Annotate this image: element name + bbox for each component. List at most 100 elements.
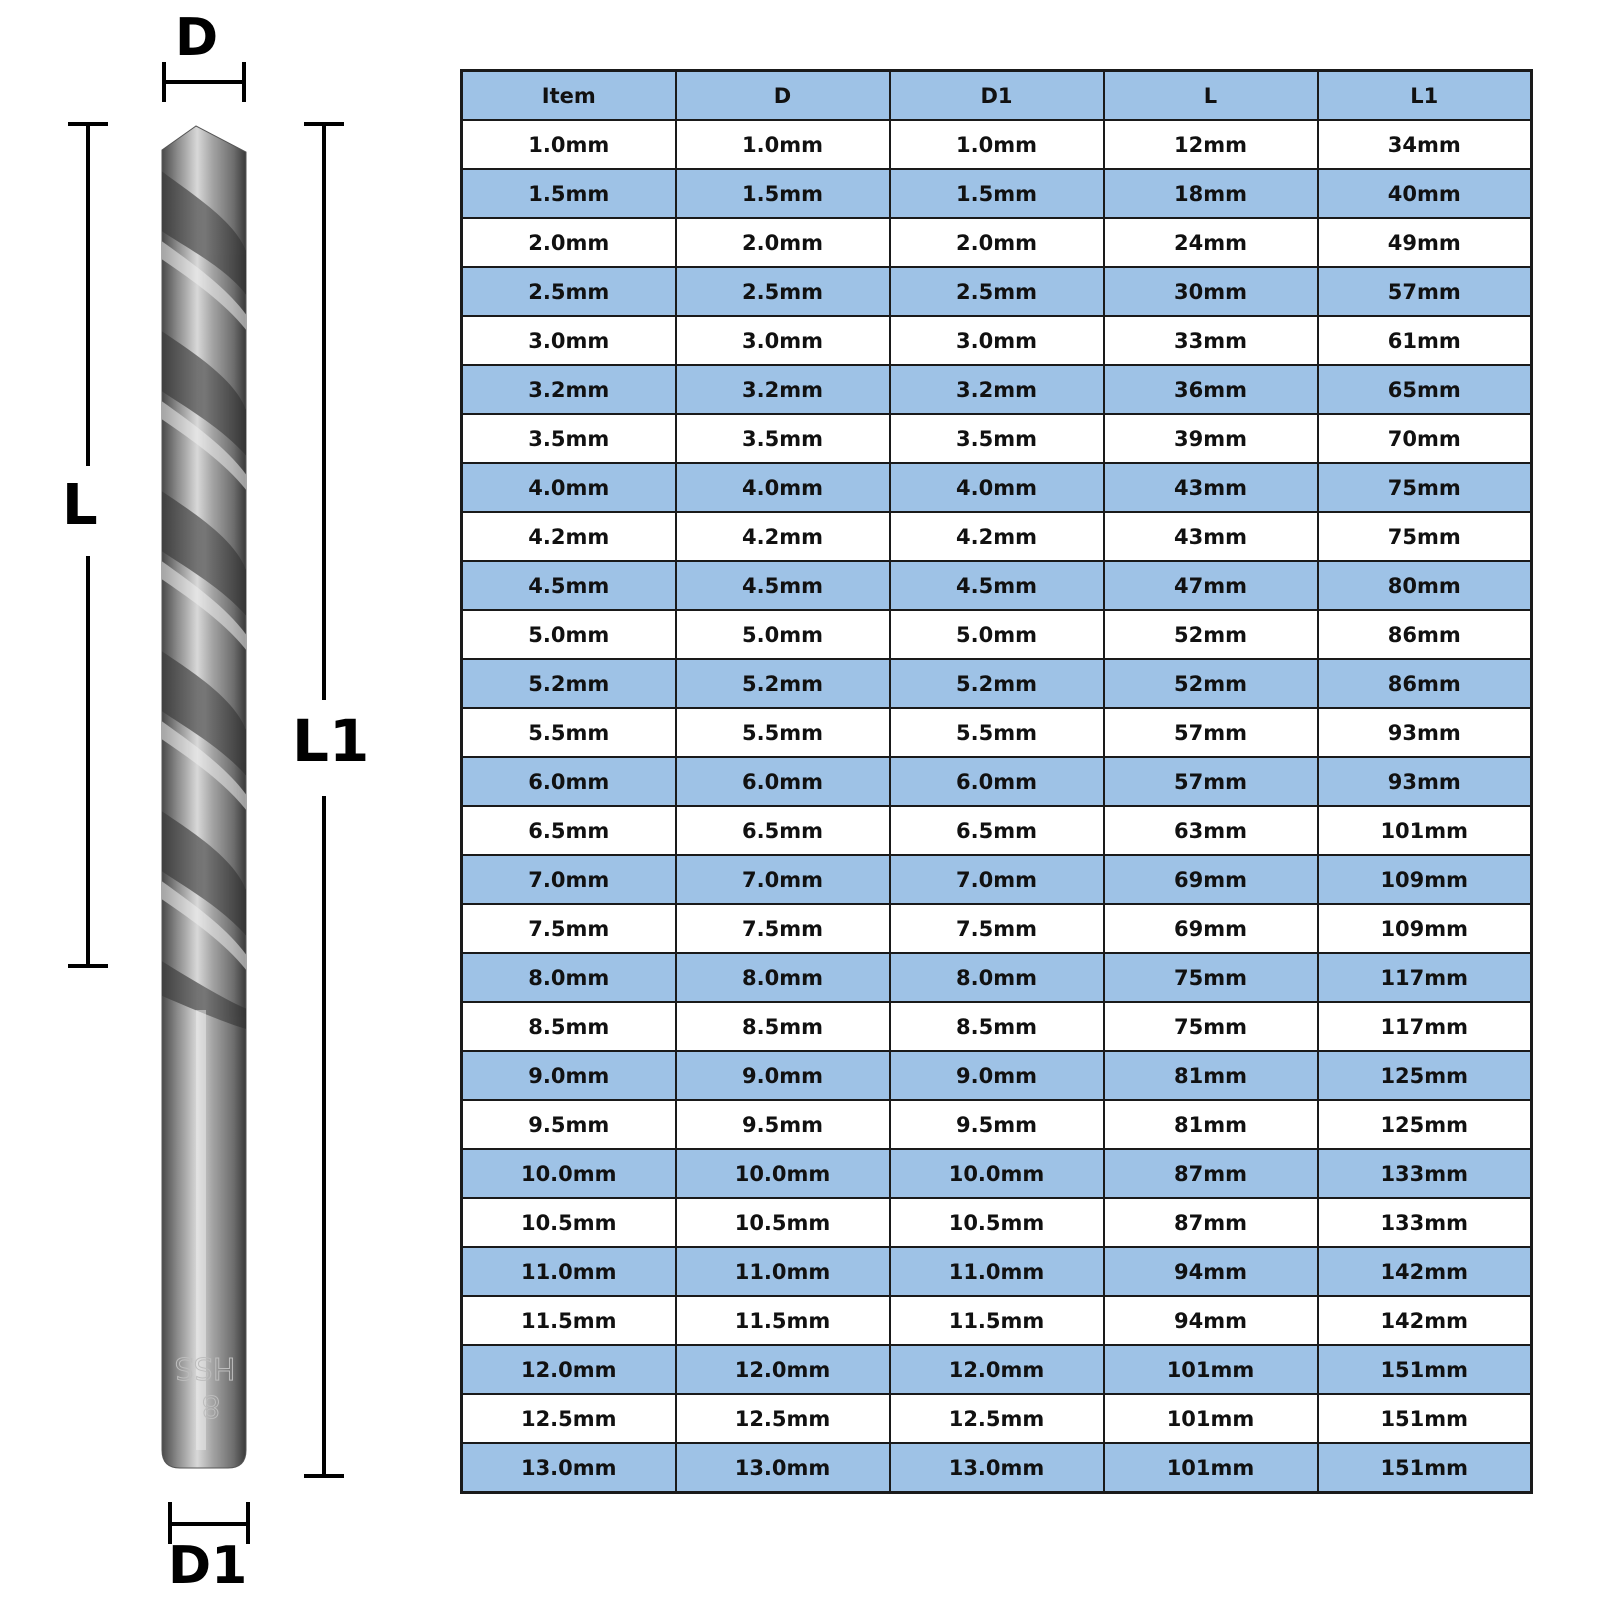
cell-l: 52mm [1102, 609, 1319, 660]
cell-l: 47mm [1102, 560, 1319, 611]
cell-l1: 133mm [1316, 1197, 1533, 1248]
cell-l1: 151mm [1316, 1344, 1533, 1395]
cell-d: 3.2mm [674, 364, 891, 415]
cell-d1: 8.5mm [888, 1001, 1105, 1052]
cell-d: 6.0mm [674, 756, 891, 807]
cell-l: 43mm [1102, 462, 1319, 513]
cell-d1: 5.0mm [888, 609, 1105, 660]
drill-highlights [162, 240, 246, 975]
cell-l: 52mm [1102, 658, 1319, 709]
cell-l1: 93mm [1316, 756, 1533, 807]
cell-item: 4.0mm [460, 462, 677, 513]
cell-item: 3.5mm [460, 413, 677, 464]
cell-d1: 2.0mm [888, 217, 1105, 268]
cell-d: 4.2mm [674, 511, 891, 562]
cell-d: 3.5mm [674, 413, 891, 464]
cell-d: 1.0mm [674, 119, 891, 170]
cell-l: 81mm [1102, 1050, 1319, 1101]
cell-d1: 6.0mm [888, 756, 1105, 807]
cell-l1: 70mm [1316, 413, 1533, 464]
cell-d1: 3.0mm [888, 315, 1105, 366]
cell-d: 4.0mm [674, 462, 891, 513]
cell-d: 5.2mm [674, 658, 891, 709]
cell-d1: 10.0mm [888, 1148, 1105, 1199]
cell-l: 75mm [1102, 952, 1319, 1003]
cell-item: 1.5mm [460, 168, 677, 219]
cell-l1: 61mm [1316, 315, 1533, 366]
cell-item: 6.0mm [460, 756, 677, 807]
cell-l: 24mm [1102, 217, 1319, 268]
label-l: L [62, 473, 98, 538]
cell-d: 10.5mm [674, 1197, 891, 1248]
cell-d1: 8.0mm [888, 952, 1105, 1003]
cell-item: 4.5mm [460, 560, 677, 611]
cell-l: 81mm [1102, 1099, 1319, 1150]
cell-l1: 93mm [1316, 707, 1533, 758]
cell-d: 6.5mm [674, 805, 891, 856]
cell-l: 87mm [1102, 1197, 1319, 1248]
cell-l1: 49mm [1316, 217, 1533, 268]
cell-d: 9.5mm [674, 1099, 891, 1150]
cell-l: 39mm [1102, 413, 1319, 464]
svg-text:8: 8 [201, 1388, 220, 1423]
cell-d1: 6.5mm [888, 805, 1105, 856]
cell-d1: 1.0mm [888, 119, 1105, 170]
cell-d1: 11.5mm [888, 1295, 1105, 1346]
cell-d: 1.5mm [674, 168, 891, 219]
cell-d: 9.0mm [674, 1050, 891, 1101]
cell-l: 63mm [1102, 805, 1319, 856]
cell-d1: 4.0mm [888, 462, 1105, 513]
cell-l1: 101mm [1316, 805, 1533, 856]
cell-l1: 117mm [1316, 952, 1533, 1003]
cell-item: 5.5mm [460, 707, 677, 758]
cell-l: 75mm [1102, 1001, 1319, 1052]
cell-l: 87mm [1102, 1148, 1319, 1199]
cell-d: 12.0mm [674, 1344, 891, 1395]
cell-d1: 5.5mm [888, 707, 1105, 758]
cell-item: 1.0mm [460, 119, 677, 170]
cell-l: 94mm [1102, 1295, 1319, 1346]
svg-text:HSS: HSS [175, 1350, 236, 1385]
cell-l1: 75mm [1316, 511, 1533, 562]
cell-l1: 133mm [1316, 1148, 1533, 1199]
cell-l1: 80mm [1316, 560, 1533, 611]
cell-d1: 4.2mm [888, 511, 1105, 562]
cell-item: 8.5mm [460, 1001, 677, 1052]
cell-item: 12.0mm [460, 1344, 677, 1395]
cell-l1: 125mm [1316, 1050, 1533, 1101]
cell-l1: 151mm [1316, 1393, 1533, 1444]
drill-bit-diagram: HSS 8 [68, 62, 344, 1544]
cell-l: 69mm [1102, 854, 1319, 905]
cell-l1: 109mm [1316, 854, 1533, 905]
cell-l: 69mm [1102, 903, 1319, 954]
cell-l1: 142mm [1316, 1295, 1533, 1346]
hss-marking: HSS 8 [174, 1350, 236, 1424]
cell-d: 5.5mm [674, 707, 891, 758]
cell-item: 5.2mm [460, 658, 677, 709]
cell-d: 7.5mm [674, 903, 891, 954]
cell-d1: 1.5mm [888, 168, 1105, 219]
cell-l: 36mm [1102, 364, 1319, 415]
cell-d1: 11.0mm [888, 1246, 1105, 1297]
cell-l1: 86mm [1316, 609, 1533, 660]
cell-l1: 57mm [1316, 266, 1533, 317]
cell-item: 3.2mm [460, 364, 677, 415]
cell-d1: 12.5mm [888, 1393, 1105, 1444]
cell-d: 2.5mm [674, 266, 891, 317]
